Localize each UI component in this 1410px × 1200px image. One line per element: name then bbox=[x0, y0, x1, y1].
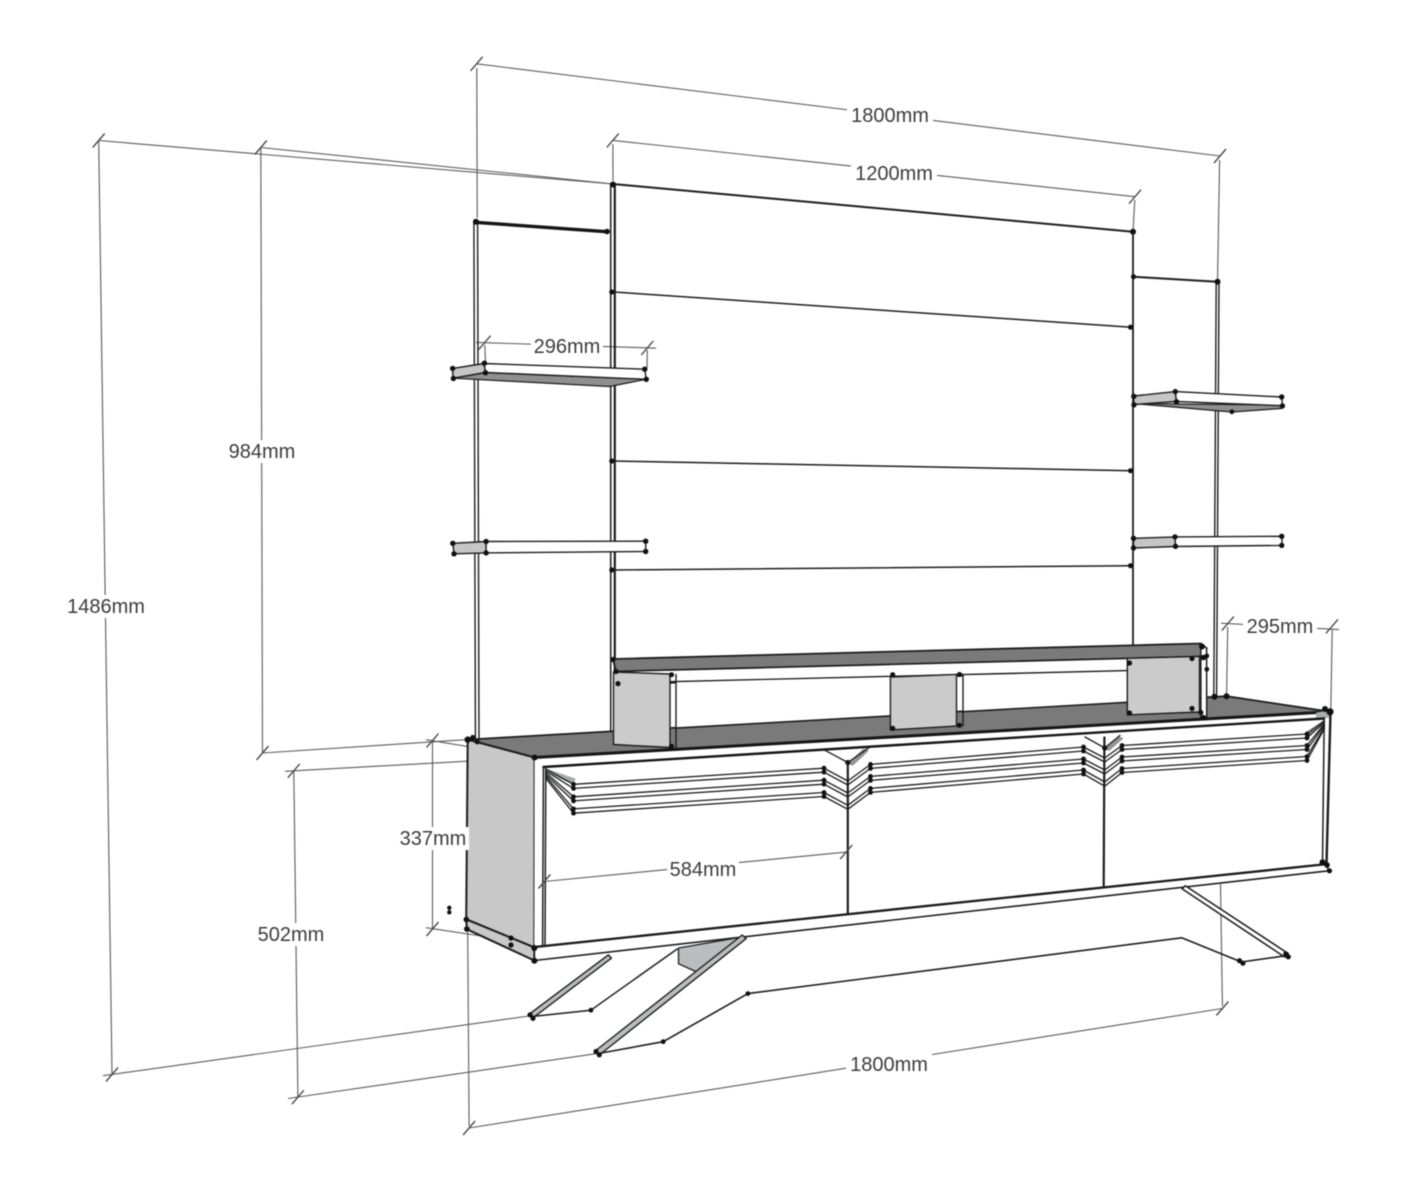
svg-text:984mm: 984mm bbox=[229, 441, 296, 463]
svg-text:502mm: 502mm bbox=[258, 924, 325, 946]
svg-text:337mm: 337mm bbox=[400, 828, 467, 850]
svg-text:1800mm: 1800mm bbox=[850, 1054, 928, 1076]
svg-text:296mm: 296mm bbox=[534, 336, 601, 358]
svg-text:1800mm: 1800mm bbox=[851, 105, 929, 127]
svg-text:584mm: 584mm bbox=[670, 859, 737, 881]
svg-text:1200mm: 1200mm bbox=[855, 163, 933, 185]
svg-text:1486mm: 1486mm bbox=[67, 596, 145, 618]
svg-text:295mm: 295mm bbox=[1247, 616, 1314, 638]
